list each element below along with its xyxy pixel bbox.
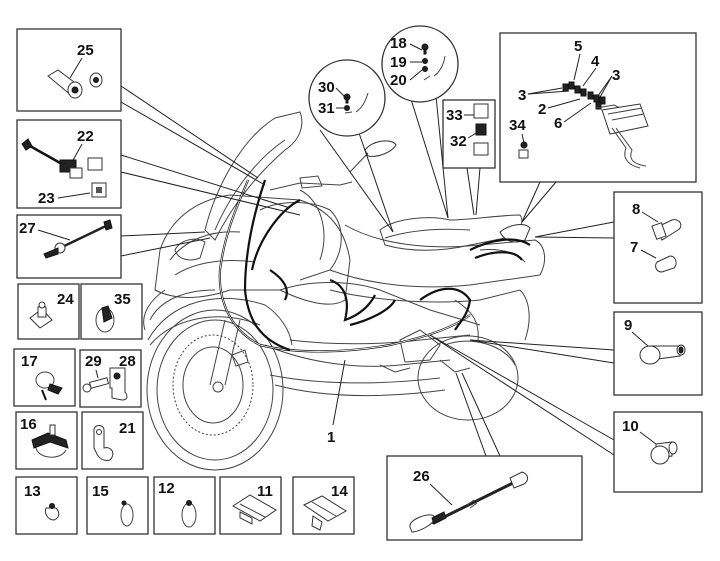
clip-nut-icon <box>29 301 53 329</box>
part-box-8-7[interactable]: 8 7 <box>613 191 703 304</box>
screw-washer-nut-icon <box>421 43 446 81</box>
label-14: 14 <box>331 483 348 500</box>
label-2: 2 <box>538 101 546 118</box>
cable-tie-ring-icon <box>120 500 134 527</box>
label-35: 35 <box>114 291 131 308</box>
label-24: 24 <box>57 291 74 308</box>
label-34: 34 <box>509 117 526 134</box>
part-box-10[interactable]: 10 <box>613 411 703 493</box>
detail-circle-18-19-20[interactable]: 18 19 20 <box>381 25 459 103</box>
part-box-22-23[interactable]: 22 23 <box>16 119 122 209</box>
connector-icon <box>651 219 682 241</box>
label-15: 15 <box>92 483 109 500</box>
label-6: 6 <box>554 115 562 132</box>
part-box-33-32[interactable]: 33 32 <box>442 99 496 169</box>
ignition-lock-icon <box>47 69 103 99</box>
label-21: 21 <box>119 420 136 437</box>
cable-holder-clip-icon <box>232 494 277 525</box>
part-box-25[interactable]: 25 <box>16 28 122 112</box>
label-11: 11 <box>257 483 273 500</box>
label-17: 17 <box>21 353 38 370</box>
label-16: 16 <box>20 416 37 433</box>
cable-tie-ring-icon <box>181 500 197 528</box>
label-4: 4 <box>591 53 600 70</box>
label-32: 32 <box>450 133 467 150</box>
terminal-cover-icon <box>639 344 686 365</box>
terminal-cover-icon <box>650 441 678 465</box>
label-28: 28 <box>119 353 136 370</box>
part-box-27[interactable]: 27 <box>16 214 122 279</box>
cable-clamp-icon <box>95 305 115 333</box>
part-box-fuse[interactable]: 5 4 3 3 2 6 34 <box>499 32 697 183</box>
bolt-bracket-icon <box>82 367 128 401</box>
label-18: 18 <box>390 35 407 52</box>
part-box-26[interactable]: 26 <box>386 455 583 541</box>
part-box-29-28[interactable]: 29 28 <box>79 349 142 408</box>
part-box-14[interactable]: 14 <box>292 476 355 535</box>
part-box-17[interactable]: 17 <box>13 348 76 407</box>
label-10: 10 <box>622 418 639 435</box>
part-box-35[interactable]: 35 <box>80 283 143 340</box>
label-19: 19 <box>390 54 407 71</box>
label-30: 30 <box>318 79 335 96</box>
part-box-9[interactable]: 9 <box>613 311 703 396</box>
part-box-16[interactable]: 16 <box>15 411 78 470</box>
label-3a: 3 <box>612 67 620 84</box>
fuse-34-icon <box>518 141 529 159</box>
part-box-12[interactable]: 12 <box>153 476 216 535</box>
label-29: 29 <box>85 353 102 370</box>
label-23: 23 <box>38 190 55 207</box>
fuse-icons <box>562 81 606 110</box>
cable-clip-icon <box>43 219 113 259</box>
label-25: 25 <box>77 42 94 59</box>
mount-clamp-icon <box>31 424 69 458</box>
label-33: 33 <box>446 107 463 124</box>
label-3b: 3 <box>518 87 526 104</box>
screw-washer-icon <box>343 92 369 114</box>
leader-lines <box>120 85 615 457</box>
cable-holder-clip-icon <box>303 495 347 531</box>
fuse-box-icon <box>595 103 649 169</box>
part-box-24[interactable]: 24 <box>17 283 80 340</box>
label-8: 8 <box>632 201 640 218</box>
cable-bracket-icon <box>93 425 114 461</box>
label-13: 13 <box>24 483 41 500</box>
switch-cable-icon <box>21 138 107 198</box>
relay-icon <box>473 103 489 156</box>
part-box-21[interactable]: 21 <box>81 411 144 470</box>
label-5: 5 <box>574 38 582 55</box>
detail-circle-30-31[interactable]: 30 31 <box>308 59 386 137</box>
label-7: 7 <box>630 239 638 256</box>
hose-clamp-icon <box>35 371 63 401</box>
connector-icon <box>655 255 677 273</box>
part-box-13[interactable]: 13 <box>15 476 78 535</box>
label-26: 26 <box>413 468 430 485</box>
label-1: 1 <box>327 429 335 446</box>
label-9: 9 <box>624 317 632 334</box>
scooter-illustration: 1 <box>143 111 546 471</box>
part-box-11[interactable]: 11 <box>219 476 282 535</box>
label-20: 20 <box>390 72 407 89</box>
part-box-15[interactable]: 15 <box>86 476 149 535</box>
extension-cable-icon <box>409 471 529 533</box>
label-31: 31 <box>318 100 335 117</box>
label-12: 12 <box>158 480 175 497</box>
small-clip-icon <box>45 503 60 521</box>
label-27: 27 <box>19 220 36 237</box>
label-22: 22 <box>77 128 94 145</box>
